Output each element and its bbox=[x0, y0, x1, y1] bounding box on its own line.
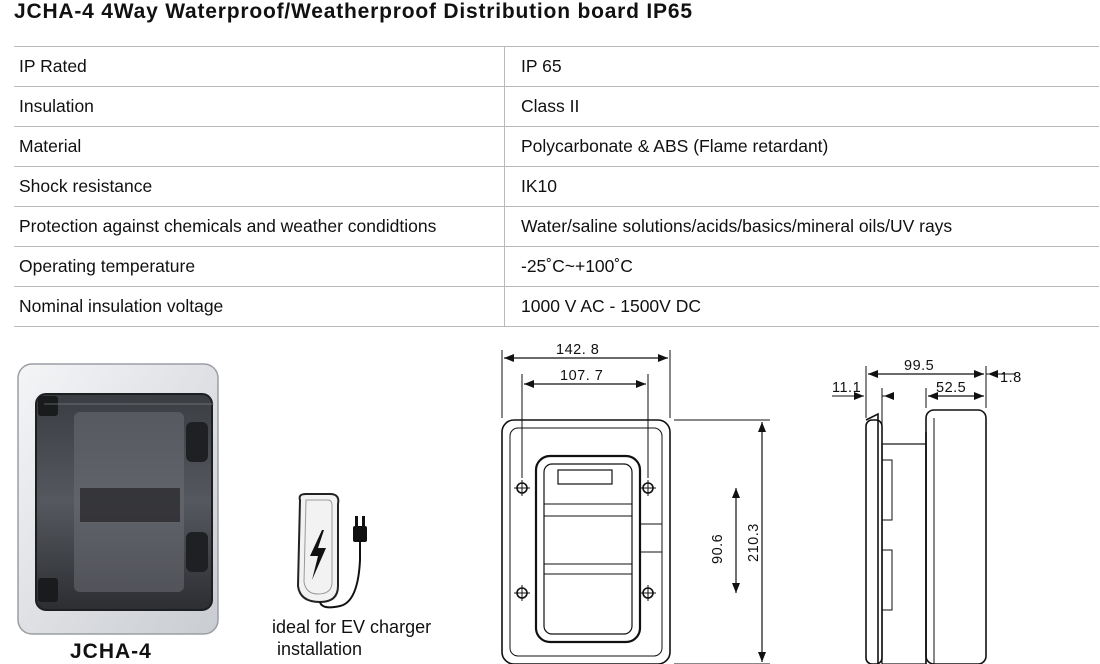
dim-overall-height: 210.3 bbox=[746, 523, 762, 562]
page-title: JCHA-4 4Way Waterproof/Weatherproof Dist… bbox=[14, 0, 693, 23]
side-view-drawing: 99.5 1.8 11.1 52.5 bbox=[832, 358, 1022, 664]
spec-value: IK10 bbox=[504, 166, 1099, 207]
spec-label: Insulation bbox=[14, 86, 505, 127]
spec-value: 1000 V AC - 1500V DC bbox=[504, 286, 1099, 327]
ev-caption: ideal for EV charger installation bbox=[272, 617, 432, 659]
table-row: Operating temperature -25˚C~+100˚C bbox=[14, 246, 1099, 287]
product-image bbox=[17, 363, 219, 635]
spec-label: IP Rated bbox=[14, 46, 505, 87]
table-row: Insulation Class II bbox=[14, 86, 1099, 127]
table-row: Nominal insulation voltage 1000 V AC - 1… bbox=[14, 286, 1099, 327]
dim-inner-height: 90.6 bbox=[710, 534, 726, 564]
table-row: Material Polycarbonate & ABS (Flame reta… bbox=[14, 126, 1099, 167]
dim-inner-width: 107. 7 bbox=[560, 368, 603, 384]
spec-value: IP 65 bbox=[504, 46, 1099, 87]
spec-label: Shock resistance bbox=[14, 166, 505, 207]
spec-value: Class II bbox=[504, 86, 1099, 127]
spec-label: Protection against chemicals and weather… bbox=[14, 206, 505, 247]
table-row: Protection against chemicals and weather… bbox=[14, 206, 1099, 247]
dim-overall-width: 142. 8 bbox=[556, 342, 599, 358]
spec-label: Operating temperature bbox=[14, 246, 505, 287]
spec-value: -25˚C~+100˚C bbox=[504, 246, 1099, 287]
product-caption: JCHA-4 bbox=[70, 640, 152, 663]
spec-label: Nominal insulation voltage bbox=[14, 286, 505, 327]
spec-value: Polycarbonate & ABS (Flame retardant) bbox=[504, 126, 1099, 167]
spec-table: IP Rated IP 65 Insulation Class II Mater… bbox=[14, 46, 1099, 327]
table-row: Shock resistance IK10 bbox=[14, 166, 1099, 207]
dim-lip: 1.8 bbox=[1000, 370, 1022, 386]
spec-value: Water/saline solutions/acids/basics/mine… bbox=[504, 206, 1099, 247]
table-row: IP Rated IP 65 bbox=[14, 46, 1099, 87]
ev-charger-icon bbox=[296, 493, 367, 609]
dim-front-depth: 11.1 bbox=[832, 380, 861, 396]
dim-body-depth: 52.5 bbox=[936, 380, 966, 396]
front-view-drawing: 142. 8 107. 7 210.3 90.6 bbox=[501, 342, 770, 664]
dim-depth: 99.5 bbox=[904, 358, 934, 374]
spec-label: Material bbox=[14, 126, 505, 167]
